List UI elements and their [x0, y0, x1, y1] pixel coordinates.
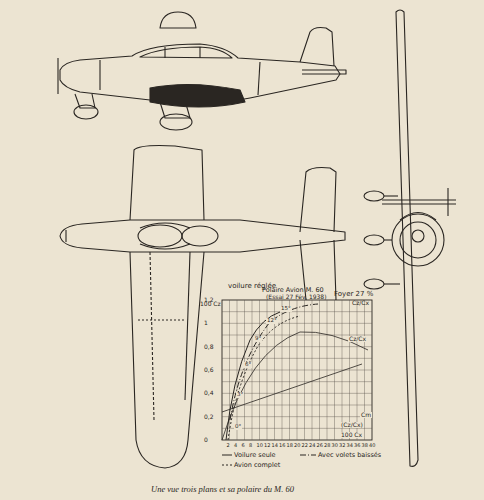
axis-tick: 26 — [317, 443, 323, 448]
axis-title: 100 Cx — [340, 432, 363, 438]
curve-label: Cm — [360, 412, 372, 418]
angle-label: 9° — [254, 336, 262, 342]
axis-tick: 6 — [242, 443, 245, 448]
axis-tick: 12 — [264, 443, 270, 448]
grid-line — [222, 370, 372, 371]
axis-tick: 1 — [204, 320, 208, 326]
axis-tick: 2 — [227, 443, 230, 448]
axis-tick: 16 — [279, 443, 285, 448]
axis-tick: 36 — [354, 443, 360, 448]
caption: Une vue trois plans et sa polaire du M. … — [151, 485, 294, 494]
axis-tick: 0 — [204, 437, 208, 443]
legend-text: Avec volets baissés — [318, 452, 381, 459]
legend-text: Voilure seule — [234, 452, 276, 459]
axis-tick: 4 — [234, 443, 237, 448]
axis-tick: 1,2 — [204, 297, 214, 303]
chart-subtitle: (Essai 27 Fév. 1938) — [266, 294, 327, 300]
axis-tick: 0,8 — [204, 344, 214, 350]
grid-line — [222, 323, 372, 324]
axis-tick: 0,2 — [204, 414, 214, 420]
axis-title: Cz/Cx — [352, 300, 369, 306]
axis-tick: 24 — [309, 443, 315, 448]
legend-text: Avion complet — [234, 462, 280, 469]
axis-tick: 18 — [287, 443, 293, 448]
axis-tick: 14 — [272, 443, 278, 448]
axis-tick: 22 — [302, 443, 308, 448]
angle-label: 15° — [280, 306, 292, 312]
axis-tick: 28 — [324, 443, 330, 448]
grid-line — [222, 311, 372, 312]
chart-note: Foyer 27 % — [334, 291, 373, 298]
axis-tick: 30 — [332, 443, 338, 448]
angle-label: 6° — [244, 362, 252, 368]
angle-label: 12° — [266, 318, 278, 324]
axis-tick: 10 — [257, 443, 263, 448]
grid-line — [222, 381, 372, 382]
grid-line — [222, 416, 372, 417]
axis-tick: 8 — [249, 443, 252, 448]
axis-tick: 40 — [369, 443, 375, 448]
chart-title: Polaire Avion M. 60 — [262, 287, 324, 294]
axis-tick: 32 — [339, 443, 345, 448]
axis-tick: 34 — [347, 443, 353, 448]
grid-line — [222, 346, 372, 347]
axis-tick: 0,4 — [204, 390, 214, 396]
angle-label: 0° — [234, 424, 242, 430]
axis-tick: 38 — [362, 443, 368, 448]
angle-label: 3° — [236, 392, 244, 398]
grid-line — [222, 358, 372, 359]
axis-tick: 0,6 — [204, 367, 214, 373]
axis-title: (Cz/Cx) — [340, 422, 364, 428]
axis-tick: 20 — [294, 443, 300, 448]
grid-line — [222, 393, 372, 394]
curve-label: Cz/Cx — [348, 336, 367, 342]
